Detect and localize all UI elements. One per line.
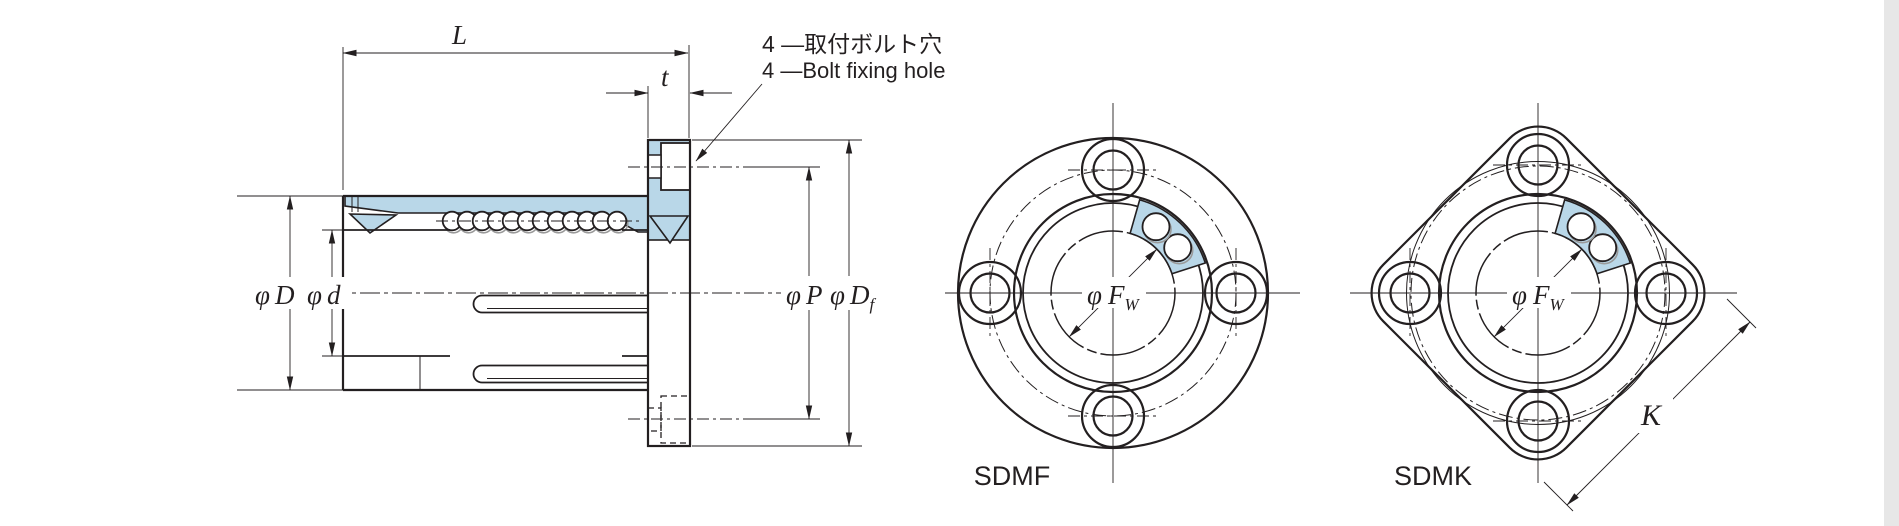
dim-K: K xyxy=(1543,298,1757,512)
sdmk-cutaway-ball xyxy=(1566,212,1596,242)
left-seal-section xyxy=(347,213,399,235)
sdmk-bolt-circle xyxy=(1410,165,1666,421)
sdmf-inner-ring xyxy=(1022,202,1204,384)
ball-return-slots xyxy=(472,294,648,384)
sdmf-bore-circle xyxy=(1050,230,1176,356)
sdmf-bolt-holes xyxy=(957,137,1269,449)
sdmk-inner-ring xyxy=(1447,202,1629,384)
ball-row xyxy=(436,210,642,234)
bolt-hole-through xyxy=(647,154,662,179)
retaining-ring-groove xyxy=(351,197,421,390)
sdmf-outer-ring xyxy=(1012,192,1214,394)
dim-label-L: L xyxy=(451,20,467,50)
right-seal-section xyxy=(648,215,690,245)
leader-line xyxy=(695,83,763,162)
dim-t: t xyxy=(606,62,732,138)
sdmk-square-flange xyxy=(1370,125,1706,461)
sdmk-cutaway-ball xyxy=(1588,233,1618,263)
sdmf-cutaway-ball xyxy=(1163,233,1193,263)
sdmk-outer-ring xyxy=(1437,192,1639,394)
view-label-sdmf: SDMF xyxy=(974,461,1051,491)
view-label-sdmk: SDMK xyxy=(1394,461,1472,491)
page-edge-strip xyxy=(1884,0,1899,526)
bore-edges xyxy=(343,229,648,357)
sdmf-cutaway-ball xyxy=(1141,212,1171,242)
sdmk-inscribed-circle xyxy=(1406,161,1670,425)
note-japanese: 4 —取付ボルト穴 xyxy=(762,31,942,57)
flange-outline xyxy=(646,138,692,448)
sdmk-bore-circle xyxy=(1475,230,1601,356)
note-english: 4 —Bolt fixing hole xyxy=(762,58,945,83)
section-view xyxy=(296,138,788,448)
bolt-hole-counterbore xyxy=(660,142,691,191)
bolt-hole-note: 4 —取付ボルト穴 4 —Bolt fixing hole xyxy=(695,31,945,162)
sdmf-bolt-circle xyxy=(989,169,1237,417)
dim-label-K: K xyxy=(1640,399,1663,432)
dim-label-t: t xyxy=(661,62,670,92)
dim-L: L xyxy=(342,20,690,190)
